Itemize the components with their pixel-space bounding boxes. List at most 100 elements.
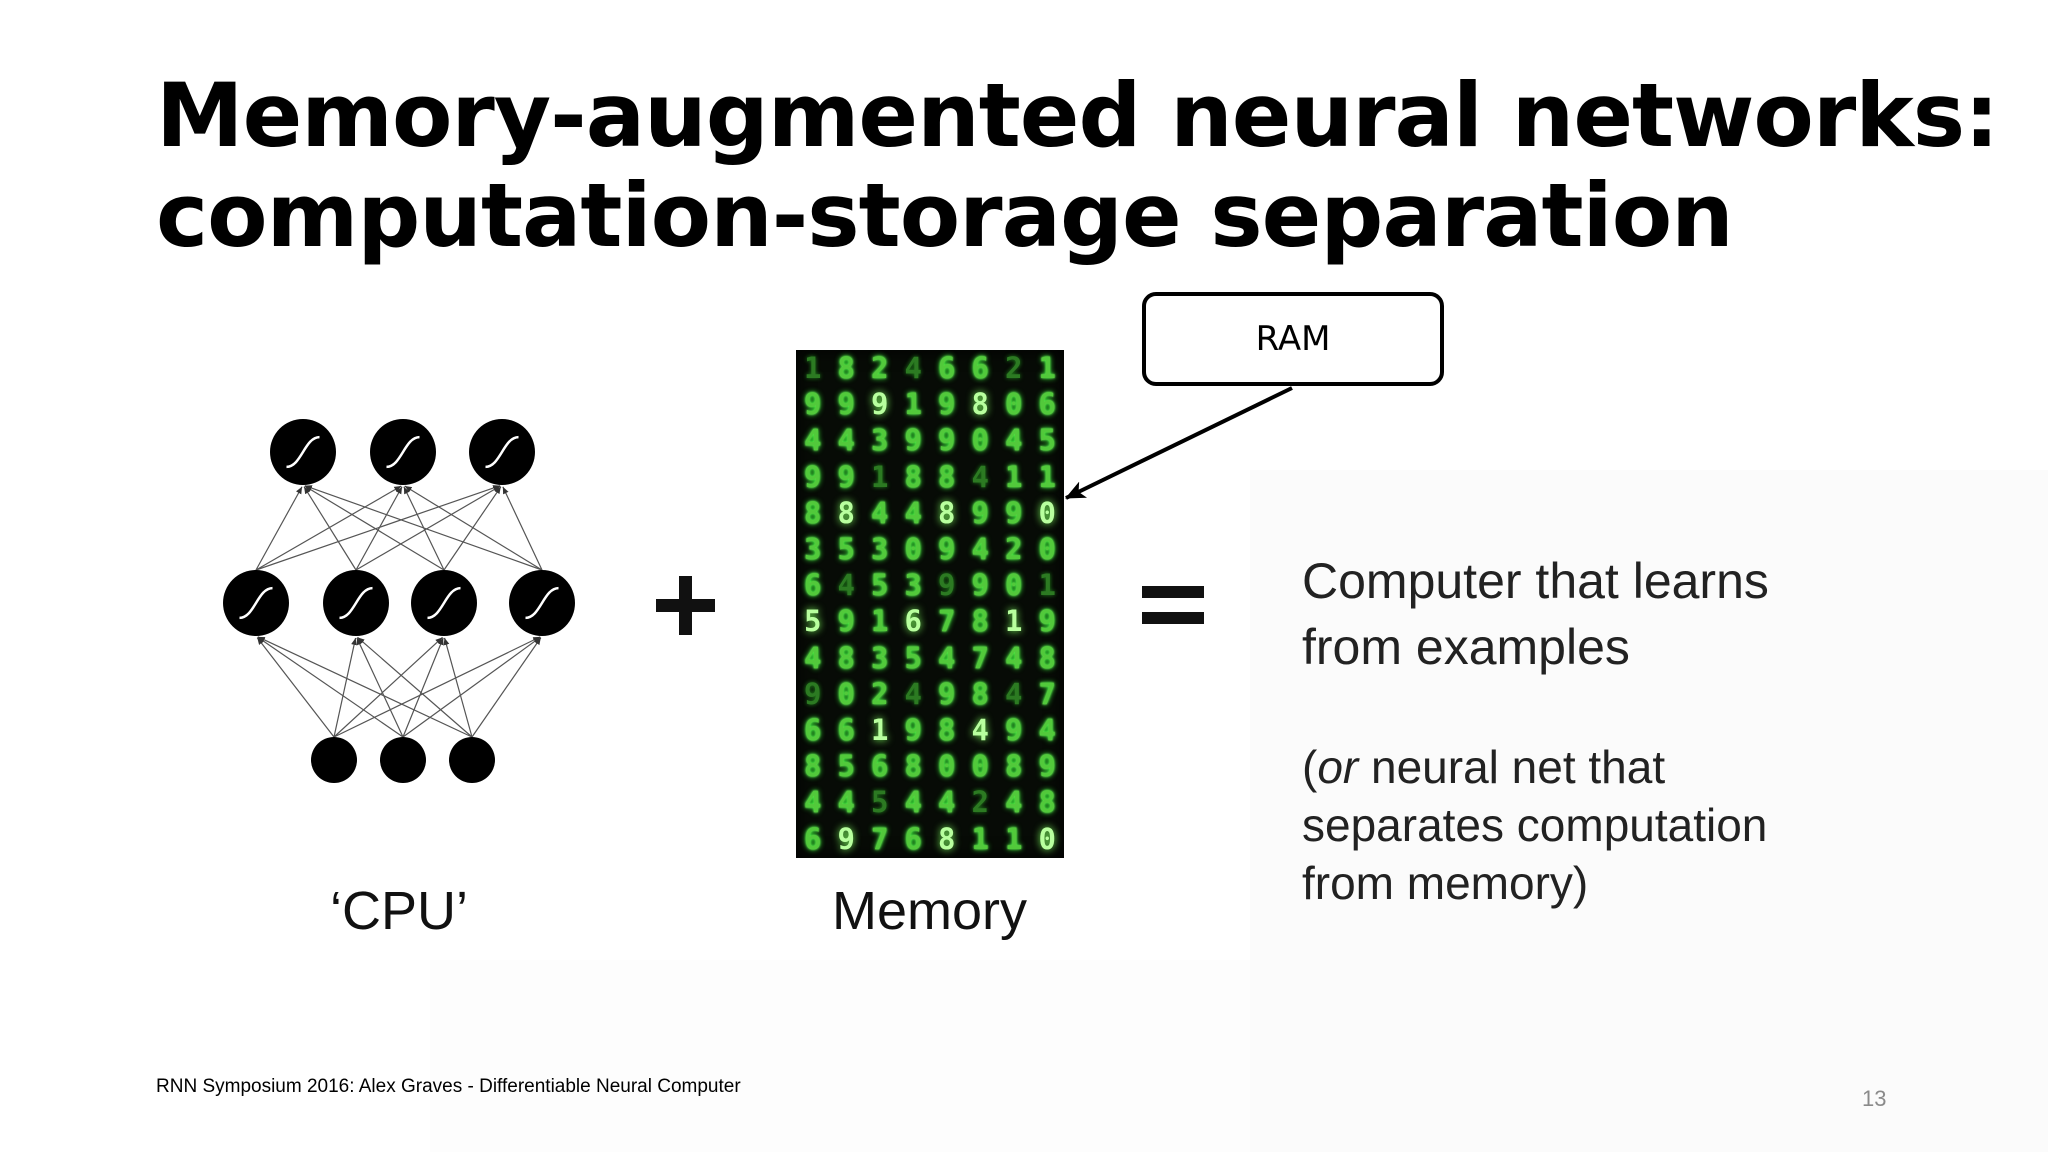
memory-cell: 4	[1005, 785, 1023, 820]
memory-cell: 0	[1038, 495, 1056, 530]
description-sub-italic: or	[1317, 741, 1359, 793]
memory-cell: 0	[971, 423, 989, 458]
memory-cell: 5	[871, 785, 889, 820]
memory-cell: 6	[938, 351, 956, 386]
memory-cell: 7	[938, 604, 956, 639]
memory-cell: 8	[938, 495, 956, 530]
memory-cell: 5	[1038, 423, 1056, 458]
memory-cell: 8	[904, 459, 922, 494]
memory-cell: 9	[837, 459, 855, 494]
memory-cell: 1	[1005, 604, 1023, 639]
memory-cell: 6	[804, 821, 822, 856]
memory-cell: 0	[1038, 532, 1056, 567]
network-edge	[404, 485, 543, 571]
sigmoid-icon	[339, 586, 373, 620]
page-number: 13	[1862, 1086, 1887, 1111]
memory-cell: 1	[1005, 821, 1023, 856]
memory-cell: 3	[904, 568, 922, 603]
sigmoid-icon	[386, 435, 420, 469]
network-edge	[333, 637, 358, 738]
memory-cell: 4	[971, 459, 989, 494]
input-node-icon	[380, 737, 426, 783]
memory-cell: 1	[1038, 568, 1056, 603]
network-edge	[304, 485, 543, 571]
memory-cell: 9	[1038, 604, 1056, 639]
memory-cell: 2	[1005, 351, 1023, 386]
memory-cell: 0	[837, 676, 855, 711]
memory-cell: 3	[871, 640, 889, 675]
figure-background-lower	[430, 960, 1250, 1152]
memory-cell: 4	[804, 785, 822, 820]
memory-cell: 3	[871, 423, 889, 458]
memory-cell: 4	[938, 785, 956, 820]
memory-cell: 9	[837, 821, 855, 856]
memory-cell: 4	[871, 495, 889, 530]
memory-cell: 1	[1038, 351, 1056, 386]
network-edge	[443, 637, 473, 738]
sigmoid-icon	[525, 586, 559, 620]
memory-cell: 3	[804, 532, 822, 567]
memory-cell: 4	[837, 568, 855, 603]
memory-cell: 1	[871, 459, 889, 494]
input-node-icon	[449, 737, 495, 783]
memory-cell: 6	[904, 821, 922, 856]
memory-cell: 8	[904, 749, 922, 784]
memory-cell: 9	[804, 676, 822, 711]
memory-cell: 9	[904, 712, 922, 747]
memory-cell: 8	[804, 749, 822, 784]
memory-cell: 8	[938, 459, 956, 494]
memory-cell: 9	[1005, 495, 1023, 530]
title-line-2: computation-storage separation	[156, 164, 1734, 267]
memory-cell: 5	[904, 640, 922, 675]
memory-cell: 2	[871, 351, 889, 386]
hidden-neuron	[509, 570, 575, 636]
output-neuron	[469, 419, 535, 485]
memory-cell: 7	[1038, 676, 1056, 711]
memory-cell: 8	[938, 712, 956, 747]
sigmoid-icon	[427, 586, 461, 620]
memory-cell: 9	[804, 387, 822, 422]
memory-cell: 4	[971, 712, 989, 747]
memory-cell: 9	[1038, 749, 1056, 784]
memory-cell: 8	[1038, 785, 1056, 820]
memory-cell: 6	[804, 712, 822, 747]
output-neuron	[270, 419, 336, 485]
memory-cell: 8	[938, 821, 956, 856]
callout-arrow	[1065, 386, 1293, 500]
sigmoid-icon	[286, 435, 320, 469]
figure-background	[1250, 470, 2048, 1152]
description-sub-line-1: neural net that	[1358, 741, 1666, 793]
network-edge	[255, 485, 402, 571]
memory-cell: 8	[1005, 749, 1023, 784]
memory-cell: 1	[871, 604, 889, 639]
network-connections	[255, 485, 543, 738]
memory-cell: 4	[904, 495, 922, 530]
memory-cell: 8	[971, 676, 989, 711]
memory-cell: 6	[837, 712, 855, 747]
memory-cell: 9	[804, 459, 822, 494]
memory-cell: 6	[804, 568, 822, 603]
ram-callout: RAM	[1142, 292, 1444, 386]
memory-cell: 4	[1005, 640, 1023, 675]
hidden-neuron	[223, 570, 289, 636]
memory-cell: 7	[871, 821, 889, 856]
description-main: Computer that learns from examples	[1302, 548, 1769, 680]
memory-cell: 8	[837, 495, 855, 530]
sigmoid-icon	[485, 435, 519, 469]
network-edge	[502, 486, 543, 571]
hidden-neuron	[323, 570, 389, 636]
memory-cell: 4	[837, 423, 855, 458]
network-edge	[304, 485, 445, 571]
memory-cell: 9	[1005, 712, 1023, 747]
memory-cell: 1	[904, 387, 922, 422]
ram-callout-label: RAM	[1255, 319, 1331, 359]
memory-cell: 0	[971, 749, 989, 784]
memory-cell: 6	[871, 749, 889, 784]
